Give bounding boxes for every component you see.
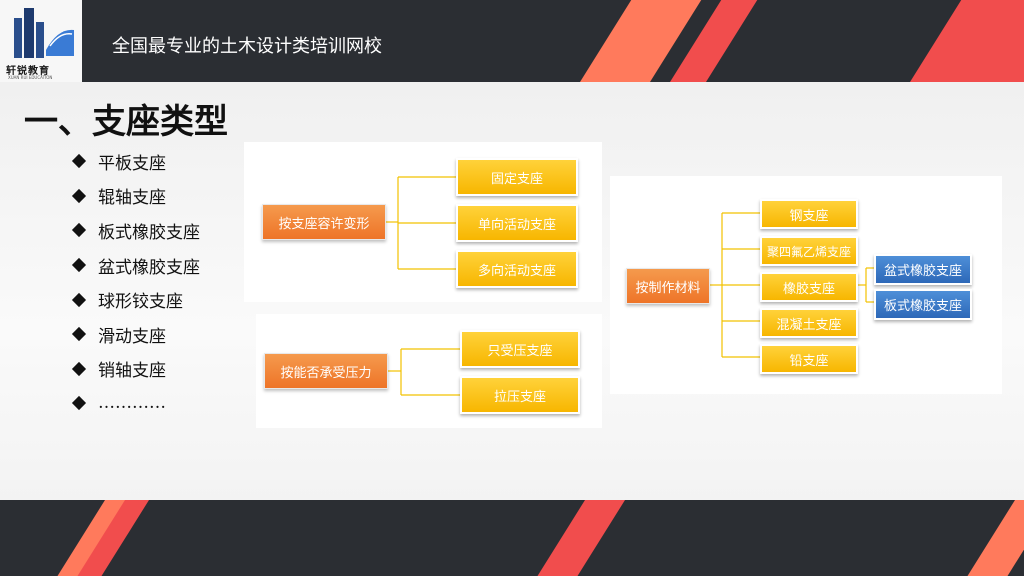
list-item-label: 滑动支座	[98, 322, 166, 347]
page-title: 一、支座类型	[24, 94, 228, 143]
list-item: 盆式橡胶支座	[74, 248, 200, 283]
school-title: 全国最专业的土木设计类培训网校	[112, 32, 382, 58]
building-logo-icon	[0, 0, 82, 62]
logo: 轩锐教育 XUAN RUI EDUCATION	[0, 0, 82, 82]
list-item-label: …………	[98, 393, 166, 413]
support-type-node: 只受压支座	[460, 330, 580, 368]
list-item-label: 盆式橡胶支座	[98, 253, 200, 278]
diamond-bullet-icon	[72, 327, 86, 341]
support-type-node: 多向活动支座	[456, 250, 578, 288]
list-item: 滑动支座	[74, 317, 200, 352]
support-type-node: 钢支座	[760, 199, 858, 229]
diamond-bullet-icon	[72, 189, 86, 203]
list-item-label: 辊轴支座	[98, 183, 166, 208]
footer-stripe	[523, 500, 638, 576]
rubber-support-subtype-node: 盆式橡胶支座	[874, 254, 972, 285]
support-type-node: 拉压支座	[460, 376, 580, 414]
footer-bar	[0, 500, 1024, 576]
list-item: 平板支座	[74, 144, 200, 179]
category-node: 按能否承受压力	[264, 353, 388, 389]
list-item: …………	[74, 386, 200, 421]
diamond-bullet-icon	[72, 258, 86, 272]
list-item: 板式橡胶支座	[74, 213, 200, 248]
category-node: 按支座容许变形	[262, 204, 386, 240]
list-item: 辊轴支座	[74, 179, 200, 214]
list-item-label: 板式橡胶支座	[98, 218, 200, 243]
support-type-node: 混凝土支座	[760, 308, 858, 338]
diamond-bullet-icon	[72, 293, 86, 307]
logo-subtext: XUAN RUI EDUCATION	[8, 75, 52, 80]
support-type-node: 固定支座	[456, 158, 578, 196]
support-type-node: 聚四氟乙烯支座	[760, 236, 858, 266]
diamond-bullet-icon	[72, 154, 86, 168]
list-item-label: 销轴支座	[98, 356, 166, 381]
diamond-bullet-icon	[72, 396, 86, 410]
diamond-bullet-icon	[72, 223, 86, 237]
list-item: 销轴支座	[74, 352, 200, 387]
category-node: 按制作材料	[626, 268, 710, 304]
footer-stripe	[953, 500, 1024, 576]
support-type-node: 单向活动支座	[456, 204, 578, 242]
support-type-list: 平板支座 辊轴支座 板式橡胶支座 盆式橡胶支座 球形铰支座 滑动支座 销轴支座 …	[74, 144, 200, 421]
header-stripe	[886, 0, 1024, 82]
support-type-node: 橡胶支座	[760, 272, 858, 302]
support-type-node: 铅支座	[760, 344, 858, 374]
list-item-label: 球形铰支座	[98, 287, 183, 312]
diamond-bullet-icon	[72, 362, 86, 376]
header-bar: 轩锐教育 XUAN RUI EDUCATION 全国最专业的土木设计类培训网校	[0, 0, 1024, 82]
list-item-label: 平板支座	[98, 149, 166, 174]
list-item: 球形铰支座	[74, 282, 200, 317]
rubber-support-subtype-node: 板式橡胶支座	[874, 289, 972, 320]
